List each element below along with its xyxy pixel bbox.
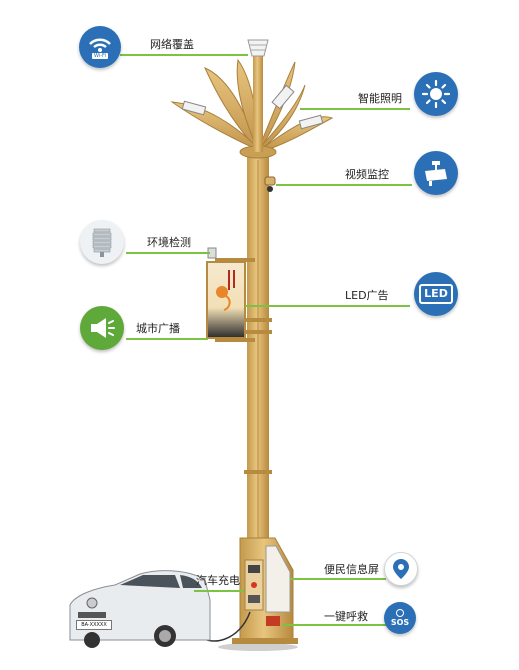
wifi-icon: Wi-Fi [79, 26, 121, 68]
pole-joint [244, 318, 272, 322]
electric-car [69, 570, 211, 648]
sos-badge: SOS [390, 618, 410, 627]
led-ad-screen [206, 261, 246, 339]
label-environment: 环境检测 [147, 236, 191, 249]
leader-line-camera [276, 184, 412, 186]
sos-power-icon [396, 609, 404, 617]
base-plate [232, 638, 298, 644]
sun-icon [414, 72, 458, 116]
camera-icon [414, 151, 458, 195]
label-broadcast: 城市广播 [136, 322, 180, 335]
wifi-antenna [247, 39, 269, 57]
label-charging: 汽车充电 [196, 574, 240, 587]
leader-line-info-screen [290, 578, 386, 580]
leader-line-environment [126, 252, 210, 254]
ground-shadow [218, 643, 298, 651]
leader-line-sos [282, 624, 386, 626]
speaker-icon [80, 306, 124, 350]
leader-line-broadcast [126, 338, 208, 340]
weather-station-icon [80, 220, 124, 264]
car-plate: BA·XXXXX [76, 620, 112, 630]
leader-line-led [245, 305, 410, 307]
led-bracket-top [215, 258, 255, 262]
label-lighting: 智能照明 [358, 92, 402, 105]
leader-line-charging [194, 590, 244, 592]
label-led: LED广告 [345, 289, 389, 302]
camera [264, 176, 276, 186]
led-bracket-bottom [215, 338, 255, 342]
led-badge: LED [419, 284, 453, 304]
leader-line-wifi [120, 54, 248, 56]
info-screen [265, 545, 291, 613]
lamp-petals [170, 58, 334, 153]
label-info-screen: 便民信息屏 [324, 563, 379, 576]
leader-line-lighting [300, 108, 410, 110]
pole-joint [244, 330, 272, 334]
sos-icon: SOS [384, 602, 416, 634]
label-sos: 一键呼救 [324, 610, 368, 623]
location-pin-icon [384, 552, 418, 586]
label-wifi: 网络覆盖 [150, 38, 194, 51]
label-camera: 视频监控 [345, 168, 389, 181]
pole-joint [244, 470, 272, 474]
sos-button [266, 616, 280, 626]
ad-fish [216, 286, 228, 298]
wifi-badge-text: Wi-Fi [94, 53, 106, 59]
led-screen-icon: LED [414, 272, 458, 316]
car-wheel [84, 632, 100, 648]
